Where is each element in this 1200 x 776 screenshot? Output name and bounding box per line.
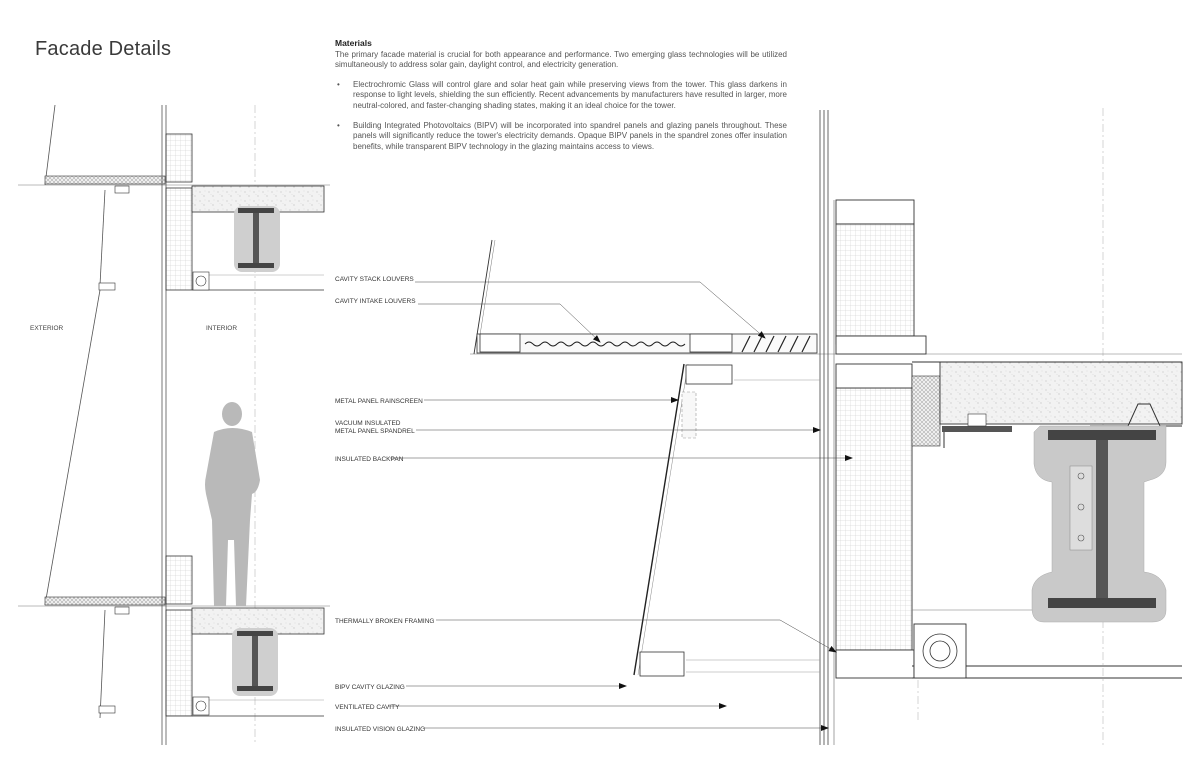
materials-bullet: • Electrochromic Glass will control glare… [335,80,787,112]
callout-cavity-intake-louvers: CAVITY INTAKE LOUVERS [335,298,416,305]
bullet-text-bipv: Building Integrated Photovoltaics (BIPV)… [353,120,787,151]
callout-leaders [388,281,853,731]
callout-vacuum-insulated: VACUUM INSULATED [335,420,401,427]
glazing-bracket [114,606,130,615]
perimeter-duct [195,275,207,287]
bullet-text-electrochromic: Electrochromic Glass will control glare … [353,79,787,110]
louver-bracket [479,333,521,353]
materials-intro: The primary facade material is crucial f… [335,49,787,70]
materials-text-block: Materials The primary facade material is… [335,38,787,161]
edge-angle [942,426,1012,432]
edge-angle [967,413,987,427]
bipv-cavity-glazing [633,363,685,676]
steel-beam-top-flange [1048,430,1156,440]
outer-cavity-glazing [44,289,101,606]
upper-spandrel-insulation [835,223,915,345]
callout-labels: CAVITY STACK LOUVERS CAVITY INTAKE LOUVE… [335,276,434,733]
steel-beam-web [253,213,259,263]
spandrel-panel [165,555,193,605]
bullet-dot: • [337,120,340,130]
callout-thermally-broken-framing: THERMALLY BROKEN FRAMING [335,618,434,625]
callout-bipv-cavity-glazing: BIPV CAVITY GLAZING [335,684,405,691]
steel-beam-flange [238,208,274,213]
callout-insulated-backpan: INSULATED BACKPAN [335,456,404,463]
louver-bracket [689,333,733,353]
glazing-bracket [114,185,130,194]
enlarged-detail [470,108,1183,745]
cavity-louver-band [476,333,818,354]
left-section: EXTERIOR INTERIOR [18,104,330,745]
callout-cavity-stack-louvers: CAVITY STACK LOUVERS [335,276,414,283]
exterior-label: EXTERIOR [30,325,64,332]
callout-insulated-vision-glazing: INSULATED VISION GLAZING [335,726,425,733]
cavity-bracket [685,364,733,385]
bullet-dot: • [337,79,340,89]
bipv-cavity-glazing [637,363,689,676]
louver-band [44,175,166,185]
intake-louver-blades [524,341,686,347]
glazing-bracket [98,705,116,714]
stack-louver-blades [741,335,811,353]
louver-band [44,596,166,606]
human-scale-figure [205,402,260,606]
spandrel-frame [835,363,913,389]
glazing-bracket [98,282,116,291]
floor-slab [939,361,1183,425]
perimeter-duct [929,640,951,662]
steel-beam-flange [238,263,274,268]
materials-bullet: • Building Integrated Photovoltaics (BIPV… [335,121,787,153]
callout-ventilated-cavity: VENTILATED CAVITY [335,704,400,711]
spandrel-panel [165,133,193,183]
perimeter-duct [195,700,207,712]
spandrel-frame [835,649,915,679]
steel-beam-web [1096,440,1108,598]
steel-beam-web [252,636,258,686]
cavity-bracket [639,651,685,677]
fire-stop [911,375,941,447]
steel-beam-bottom-flange [1048,598,1156,608]
outer-cavity-glazing [44,104,56,186]
spandrel-insulation [835,387,913,651]
upper-spandrel-frame [835,199,915,225]
spandrel-panel [165,609,193,717]
outer-cavity-glazing [99,189,106,286]
spandrel-panel [165,187,193,291]
callout-metal-panel-rainscreen: METAL PANEL RAINSCREEN [335,398,423,405]
callout-metal-panel-spandrel: METAL PANEL SPANDREL [335,428,415,435]
interior-label: INTERIOR [206,325,237,332]
shear-plate [1069,465,1093,551]
upper-transom [835,335,927,355]
outer-cavity-glazing [99,609,106,719]
bolt-markers [1077,472,1085,542]
cavity-bracket [681,391,697,439]
materials-heading: Materials [335,38,372,48]
steel-beam-flange [237,686,273,691]
steel-beam-flange [237,631,273,636]
page-title: Facade Details [35,38,172,60]
